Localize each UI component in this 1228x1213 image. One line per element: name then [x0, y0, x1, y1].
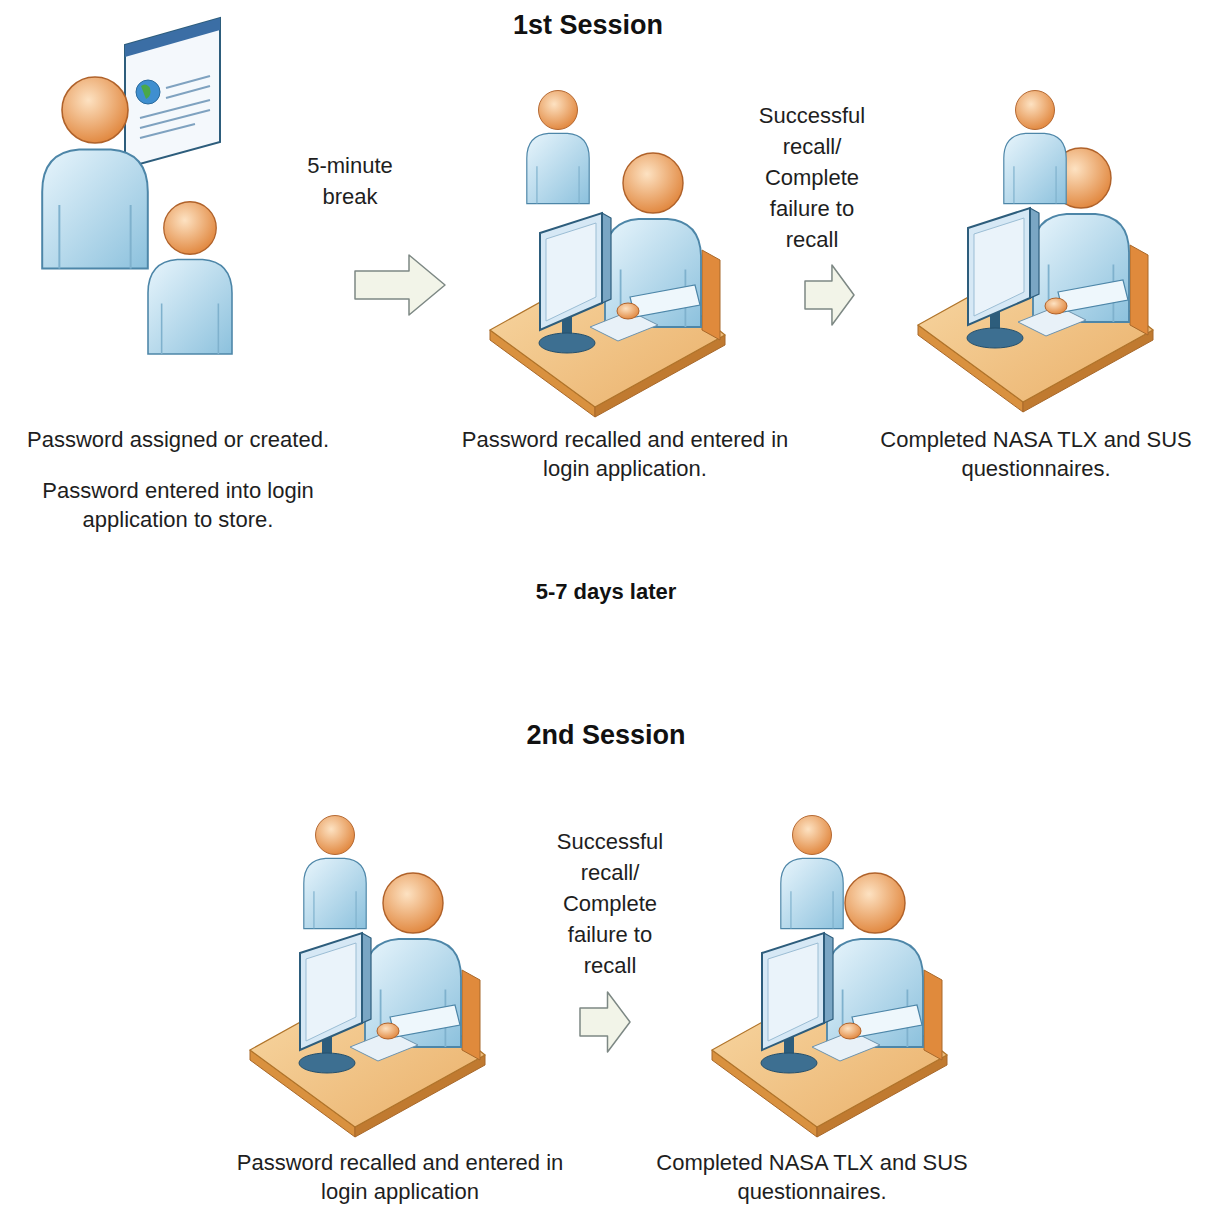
- person-icon: [1004, 91, 1066, 204]
- caption-text: Password recalled and entered in login a…: [222, 1148, 578, 1206]
- edge-label: Successful recall/ Complete failure to r…: [548, 826, 672, 981]
- workstation-icon: [490, 153, 725, 417]
- person-icon: [304, 816, 366, 929]
- person-icon: [781, 816, 843, 929]
- caption-text: Completed NASA TLX and SUS questionnaire…: [856, 425, 1216, 483]
- block-arrow: [805, 265, 854, 325]
- person-icon: [527, 91, 589, 204]
- caption-text: Password recalled and entered in login a…: [447, 425, 803, 483]
- edge-label: Successful recall/ Complete failure to r…: [750, 100, 874, 255]
- stage-node: Password recalled and entered in login a…: [447, 85, 803, 483]
- stage-node: Password recalled and entered in login a…: [222, 810, 578, 1206]
- stage-node: Password assigned or created. Password en…: [3, 15, 353, 534]
- stage-node: Completed NASA TLX and SUS questionnaire…: [632, 810, 992, 1206]
- workstation-icon: [250, 873, 485, 1137]
- block-arrow: [355, 255, 445, 315]
- stage-node: Completed NASA TLX and SUS questionnaire…: [856, 85, 1216, 483]
- person-icon: [42, 77, 148, 268]
- edge-label: 5-minute break: [298, 150, 402, 212]
- session-heading: 1st Session: [513, 10, 663, 41]
- block-arrow: [580, 992, 630, 1052]
- browser-window: [125, 18, 220, 168]
- session-heading: 2nd Session: [526, 720, 685, 751]
- person-icon: [148, 202, 232, 354]
- interval-note: 5-7 days later: [536, 579, 677, 605]
- caption-text: Password assigned or created.: [3, 425, 353, 454]
- caption-text: Completed NASA TLX and SUS questionnaire…: [632, 1148, 992, 1206]
- caption-text: Password entered into login application …: [3, 476, 353, 534]
